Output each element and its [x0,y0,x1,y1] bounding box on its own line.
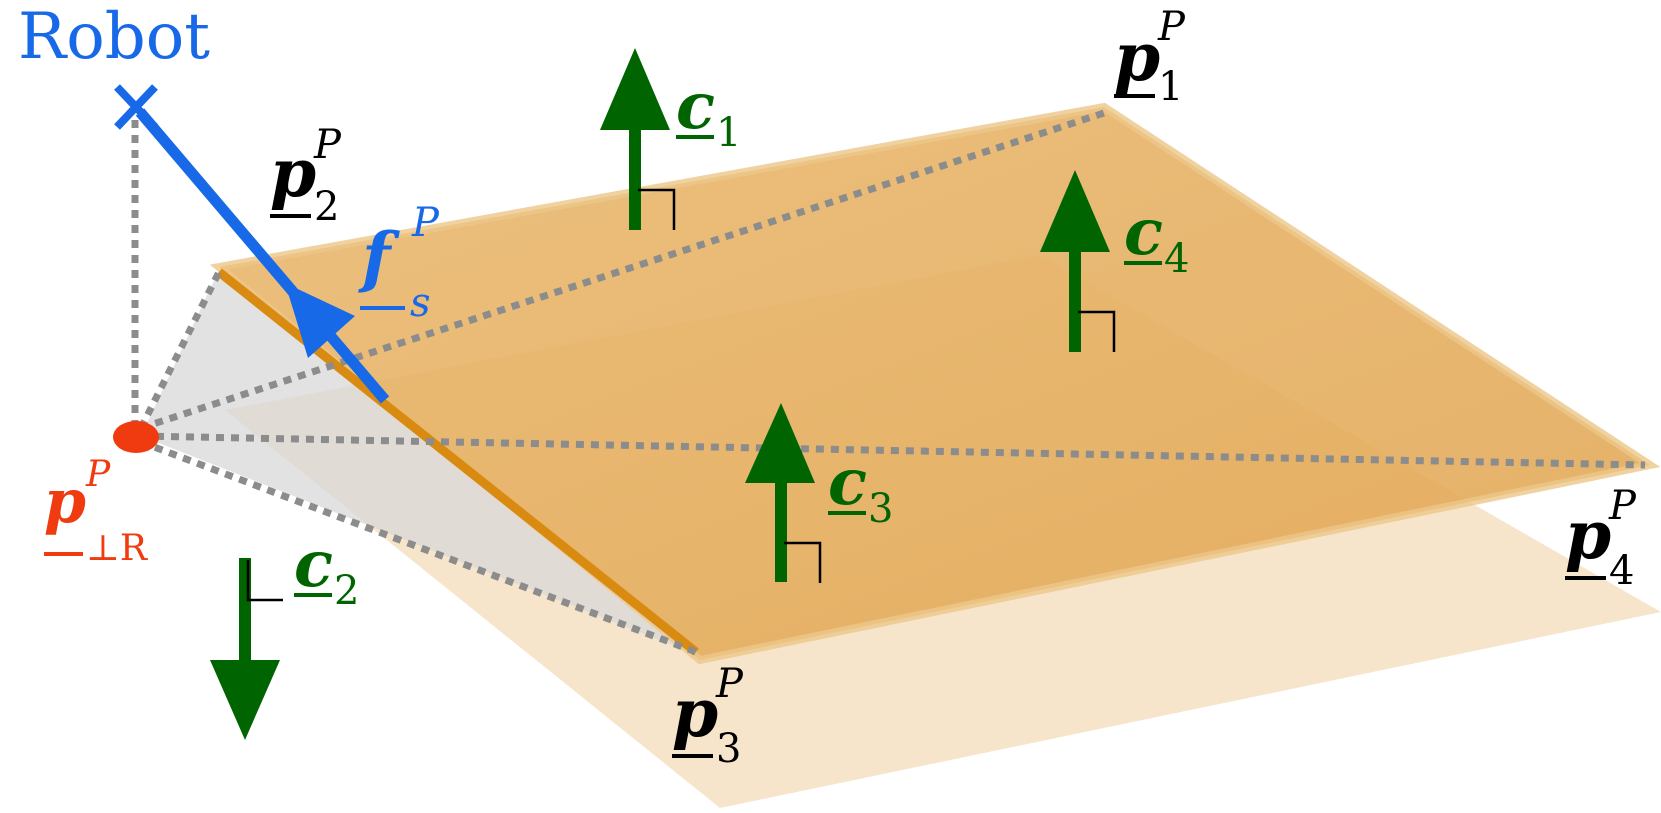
svg-text:c: c [1124,195,1163,270]
svg-text:p: p [672,674,718,752]
upper-plane [219,107,1650,660]
svg-text:3: 3 [868,486,893,532]
svg-text:⊥R: ⊥R [86,528,148,569]
projected-point-marker [113,421,159,453]
normal-vector-c4 [1040,170,1116,352]
normal-label-c1: c 1 [676,69,741,156]
svg-text:p: p [1114,18,1160,96]
svg-text:2: 2 [334,568,359,614]
corner-label-p1: p P 1 [1114,4,1186,110]
corner-label-p2: p P 2 [270,122,342,230]
normal-label-c2: c 2 [294,527,359,614]
svg-text:4: 4 [1164,236,1189,282]
svg-text:P: P [1157,4,1186,50]
support-region [141,270,700,656]
svg-text:P: P [411,200,440,246]
svg-text:c: c [294,527,333,602]
svg-text:P: P [1608,483,1637,529]
svg-text:c: c [828,445,867,520]
svg-text:s: s [410,280,431,326]
corner-label-p3: p P 3 [672,661,744,772]
svg-text:4: 4 [1609,548,1634,594]
svg-text:p: p [44,467,86,537]
normal-vector-c1 [600,48,676,230]
svg-text:p: p [270,134,316,212]
normal-vector-c2 [210,558,283,740]
svg-text:3: 3 [716,726,741,772]
robot-label: Robot [18,0,210,74]
corner-label-p4: p P 4 [1565,483,1637,594]
svg-text:1: 1 [716,110,741,156]
svg-text:p: p [1565,496,1611,574]
projected-point-label: p P ⊥R [44,454,148,569]
svg-text:P: P [715,661,744,707]
normal-label-c3: c 3 [828,445,893,532]
svg-text:2: 2 [314,184,339,230]
svg-text:P: P [313,122,342,168]
normal-vector-c3 [745,403,822,583]
normal-label-c4: c 4 [1124,195,1189,282]
force-vector [135,108,390,404]
svg-text:1: 1 [1158,64,1183,110]
svg-text:P: P [85,454,111,495]
svg-text:c: c [676,69,715,144]
dotted-lines [131,109,1646,656]
plane-front-edge [216,268,699,656]
